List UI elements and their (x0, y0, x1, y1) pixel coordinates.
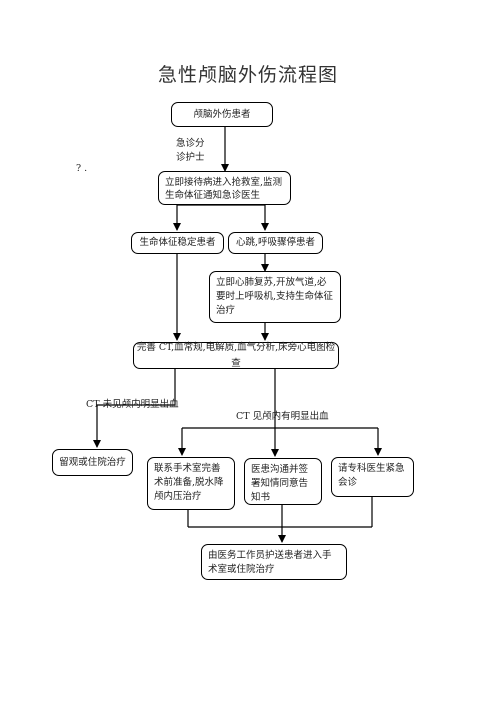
edge-label-ct-positive: CT 见颅内有明显出血 (236, 411, 329, 422)
node-transfer: 由医务工作员护送患者进入手术室或住院治疗 (201, 544, 347, 580)
arrow-receive-to-arrest (225, 204, 269, 231)
node-stable-vitals: 生命体征稳定患者 (131, 232, 224, 254)
node-transfer-label: 由医务工作员护送患者进入手术室或住院治疗 (208, 550, 332, 575)
node-cardiac-arrest: 心跳,呼吸骤停患者 (228, 232, 323, 254)
node-cpr: 立即心肺复苏,开放气道,必要时上呼吸机,支持生命体征治疗 (209, 271, 341, 323)
node-observe-hospitalize-label: 留观或住院治疗 (59, 456, 126, 468)
node-surgery-prep: 联系手术室完善术前准备,脱水降颅内压治疗 (147, 457, 235, 510)
node-receive-monitor-label: 立即接待病进入抢救室,监测生命体征通知急诊医生 (165, 177, 283, 201)
node-cardiac-arrest-label: 心跳,呼吸骤停患者 (235, 237, 316, 248)
node-informed-consent-label: 医患沟通并签署知情同意告知书 (251, 464, 309, 503)
arrow-receive-to-stable (173, 204, 225, 231)
edge-label-ct-negative: CT 未见颅内明显出血 (86, 399, 179, 410)
node-specialist-consult-label: 请专科医生紧急会诊 (338, 463, 405, 488)
node-cpr-label: 立即心肺复苏,开放气道,必要时上呼吸机,支持生命体征治疗 (216, 277, 334, 316)
triage-nurse-label: 急诊分 诊护士 (176, 138, 205, 163)
node-complete-exams: 完善 CT,血常规,电解质,血气分析,床旁心电图检查 (133, 342, 339, 369)
stray-mark: ? . (76, 163, 88, 174)
node-specialist-consult: 请专科医生紧急会诊 (331, 457, 414, 497)
node-surgery-prep-label: 联系手术室完善术前准备,脱水降颅内压治疗 (154, 463, 224, 502)
node-stable-vitals-label: 生命体征稳定患者 (139, 237, 216, 248)
arrow-exam-to-observe (93, 369, 176, 448)
node-complete-exams-label: 完善 CT,血常规,电解质,血气分析,床旁心电图检查 (136, 341, 336, 369)
node-head-injury-patient: 颅脑外伤患者 (171, 102, 273, 127)
node-observe-hospitalize: 留观或住院治疗 (52, 449, 133, 476)
node-head-injury-patient-label: 颅脑外伤患者 (193, 108, 251, 120)
page-title: 急性颅脑外伤流程图 (157, 64, 338, 86)
node-informed-consent: 医患沟通并签署知情同意告知书 (244, 458, 322, 505)
node-receive-monitor: 立即接待病进入抢救室,监测生命体征通知急诊医生 (158, 171, 291, 205)
